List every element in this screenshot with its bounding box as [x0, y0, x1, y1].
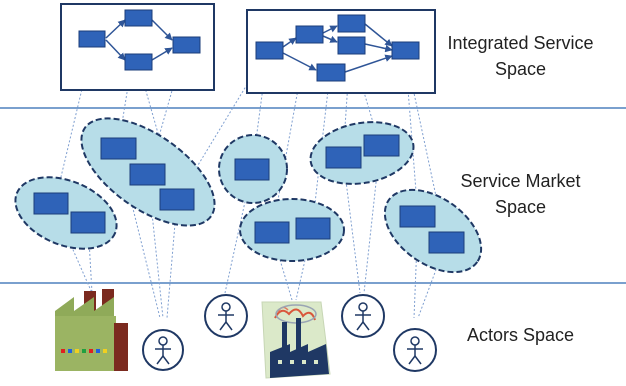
service-box: [78, 30, 106, 48]
service-box: [337, 14, 366, 33]
person-icon: [142, 329, 184, 371]
service-market-clusters: [14, 117, 483, 274]
market-service-boxes: [33, 134, 465, 254]
service-box: [129, 163, 166, 186]
person-icon: [393, 328, 437, 372]
actors-space-label: Actors Space: [466, 325, 575, 345]
service-box: [100, 137, 137, 160]
cluster-upper-right: [309, 121, 415, 185]
service-box: [124, 9, 153, 27]
service-box: [363, 134, 400, 157]
service-box: [391, 41, 420, 60]
service-box: [70, 211, 106, 234]
service-box: [325, 146, 362, 169]
service-box: [33, 192, 69, 215]
integrated-service-space-label: Integrated Service Space: [447, 33, 594, 79]
service-box: [428, 231, 465, 254]
person-icon: [341, 294, 385, 338]
service-box: [295, 25, 324, 44]
service-box: [255, 41, 284, 60]
service-box: [234, 158, 270, 181]
cluster-center: [239, 198, 345, 262]
service-box: [172, 36, 201, 54]
integrated-composition-right: [246, 9, 436, 94]
service-box: [399, 205, 436, 228]
service-box: [254, 221, 290, 244]
service-box: [337, 36, 366, 55]
service-market-space-label: Service Market Space: [460, 171, 581, 217]
service-box: [159, 188, 195, 211]
polluting-factory-icon: [261, 301, 331, 379]
integrated-composition-left: [60, 3, 215, 91]
service-box: [316, 63, 346, 82]
service-box: [124, 53, 153, 71]
factory-icon: [55, 289, 128, 371]
person-icon: [204, 294, 248, 338]
service-box: [295, 217, 331, 240]
